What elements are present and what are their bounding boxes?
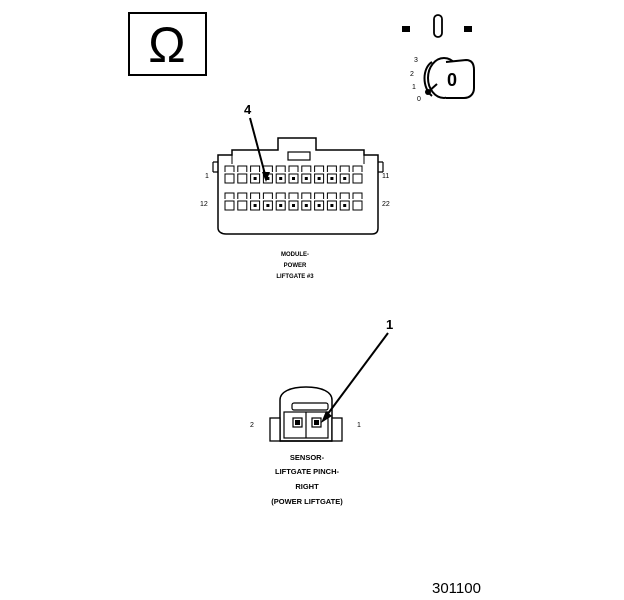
ohmmeter-symbol: Ω — [128, 12, 207, 76]
svg-text:1: 1 — [386, 317, 393, 332]
pin-cavity — [224, 173, 235, 184]
pin-cavity — [237, 173, 248, 184]
key-position-2: 2 — [410, 71, 414, 78]
sensor-caption: SENSOR- LIFTGATE PINCH- RIGHT (POWER LIF… — [271, 453, 343, 506]
pin-latch — [314, 192, 325, 199]
pin-latch — [339, 165, 350, 172]
pin-cavity — [250, 173, 261, 184]
pin-latch — [275, 192, 286, 199]
pin-cavity — [288, 200, 299, 211]
pin-terminal — [279, 177, 283, 180]
callout-1: 1 — [321, 317, 393, 423]
pin-terminal — [253, 177, 257, 180]
pin-cavity — [339, 200, 350, 211]
pin-label-11: 11 — [382, 173, 389, 180]
sensor-caption-line-2: LIFTGATE PINCH- — [275, 467, 340, 476]
figure-number: 301100 — [432, 580, 481, 597]
sensor-connector-face: 2 1 — [250, 386, 361, 442]
pin-cavity — [275, 200, 286, 211]
pin-cavity — [326, 173, 337, 184]
pin-latch — [250, 165, 261, 172]
pin-latch — [237, 192, 248, 199]
pin-latch — [301, 165, 312, 172]
pin-terminal — [330, 177, 334, 180]
module-caption: MODULE- POWER LIFTGATE #3 — [276, 252, 314, 280]
pin-cavity — [352, 173, 363, 184]
module-caption-line-2: POWER — [284, 263, 307, 269]
pin-cavity — [250, 200, 261, 211]
sensor-pin-label-2: 2 — [250, 422, 254, 429]
sensor-caption-line-4: (POWER LIFTGATE) — [271, 497, 343, 506]
pin-terminal — [317, 204, 321, 207]
key-position-0: 0 — [417, 96, 421, 103]
module-caption-line-3: LIFTGATE #3 — [276, 274, 314, 280]
pin-latch — [326, 192, 337, 199]
pin-latch — [250, 192, 261, 199]
pin-latch — [288, 192, 299, 199]
sensor-pin-label-1: 1 — [357, 422, 361, 429]
pin-label-1: 1 — [205, 173, 209, 180]
pin-cavity — [339, 173, 350, 184]
pin-cavity — [301, 173, 312, 184]
pin-terminal — [304, 204, 308, 207]
callout-4: 4 — [244, 102, 270, 182]
ignition-key-switch-icon: 3 2 1 0 0 — [402, 14, 475, 103]
pin-cavity — [237, 200, 248, 211]
pin-cavity — [288, 173, 299, 184]
pin-terminal — [292, 204, 295, 207]
pin-terminal — [317, 177, 321, 180]
pin-latch — [237, 165, 248, 172]
pin-latch — [275, 165, 286, 172]
pin-terminal — [279, 204, 283, 207]
pin-terminal — [304, 177, 308, 180]
key-position-1: 1 — [412, 84, 416, 91]
pin-cavity — [352, 200, 363, 211]
pin-latch — [326, 165, 337, 172]
pin-latch — [352, 165, 363, 172]
pin-terminal — [343, 177, 347, 180]
pin-cavity — [314, 200, 325, 211]
module-caption-line-1: MODULE- — [281, 252, 309, 258]
pin-latch — [224, 192, 235, 199]
pin-latch — [224, 165, 235, 172]
pin-label-12: 12 — [200, 201, 208, 208]
module-connector-face: 1 11 12 22 — [200, 137, 390, 235]
pin-cavity — [275, 173, 286, 184]
ohm-icon: Ω — [148, 17, 185, 73]
pin-terminal — [253, 204, 257, 207]
svg-text:4: 4 — [244, 102, 252, 117]
module-pin-cavities — [224, 165, 363, 211]
pin-cavity — [314, 173, 325, 184]
sensor-caption-line-1: SENSOR- — [290, 453, 325, 462]
pin-latch — [301, 192, 312, 199]
pin-cavity — [262, 200, 273, 211]
pin-terminal — [292, 177, 295, 180]
pin-terminal — [343, 204, 347, 207]
sensor-caption-line-3: RIGHT — [295, 482, 319, 491]
pin-label-22: 22 — [382, 201, 390, 208]
pin-latch — [339, 192, 350, 199]
pin-cavity — [224, 200, 235, 211]
pin-terminal — [266, 177, 270, 180]
pin-terminal — [330, 204, 334, 207]
key-label: 0 — [447, 70, 457, 90]
key-position-3: 3 — [414, 57, 418, 64]
pin-latch — [352, 192, 363, 199]
pin-latch — [314, 165, 325, 172]
pin-cavity — [326, 200, 337, 211]
pin-latch — [262, 192, 273, 199]
pin-latch — [288, 165, 299, 172]
pin-cavity — [301, 200, 312, 211]
pin-terminal — [266, 204, 270, 207]
